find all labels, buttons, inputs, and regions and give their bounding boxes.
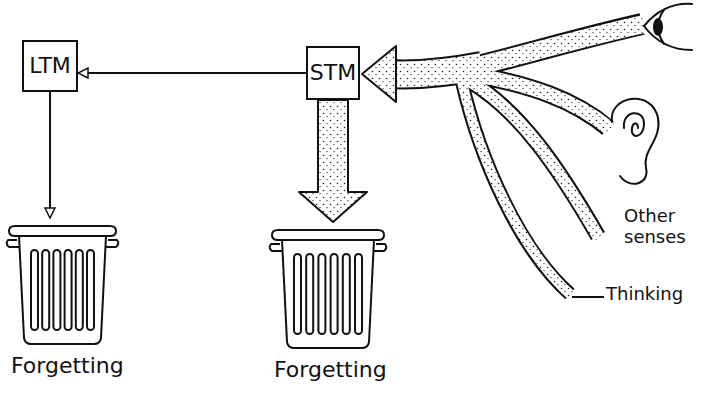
stream-trunk-fill: [386, 66, 482, 75]
bin-rib: [318, 254, 325, 334]
bin-rib: [42, 250, 49, 330]
bin-body: [282, 240, 374, 348]
eye-upper-lid: [644, 4, 692, 26]
bin-rib: [306, 254, 313, 334]
bin-rib: [355, 254, 362, 334]
eye-lower-lid: [644, 26, 692, 50]
transfer-arrow: [49, 92, 51, 218]
bin-rib: [53, 250, 60, 330]
bin-outline: [5, 218, 120, 346]
ear-symbol: [612, 99, 659, 184]
thinking-branch-fill: [462, 82, 572, 296]
ear-outer: [612, 99, 659, 184]
transfer-arrow: [78, 72, 306, 74]
ear-inner: [624, 113, 644, 136]
bin-handle: [373, 244, 386, 251]
bin-rib: [294, 254, 301, 334]
stream-arrowhead: [362, 46, 396, 102]
bin-rib: [31, 250, 38, 330]
bin-rib: [65, 250, 72, 330]
box-label: LTM: [29, 54, 71, 78]
bin-body: [19, 236, 106, 344]
bin-outline: [268, 222, 388, 350]
memory-box: STM: [306, 46, 360, 100]
bin-rim: [272, 230, 384, 240]
bin-rib: [331, 254, 338, 334]
waste-bin: Forgetting: [5, 218, 135, 393]
sense-label: Other senses: [624, 206, 714, 247]
box-label: STM: [310, 61, 356, 85]
bin-handle: [270, 244, 283, 251]
memory-box: LTM: [22, 40, 78, 92]
bin-handle: [7, 240, 20, 247]
bin-rib: [76, 250, 83, 330]
flow-arrow: [299, 100, 367, 222]
eye-symbol: [644, 4, 692, 50]
bin-label: Forgetting: [5, 354, 135, 378]
bin-handle: [105, 240, 118, 247]
leader-line: [572, 296, 604, 298]
waste-bin: Forgetting: [268, 222, 398, 397]
bin-rim: [9, 226, 116, 236]
eye-branch-fill: [470, 24, 644, 68]
stream-fill: [386, 24, 644, 296]
bin-rib: [343, 254, 350, 334]
bin-rib: [87, 250, 94, 330]
sense-label: Thinking: [606, 284, 716, 305]
eye-pupil: [654, 19, 662, 35]
bin-label: Forgetting: [268, 358, 398, 382]
